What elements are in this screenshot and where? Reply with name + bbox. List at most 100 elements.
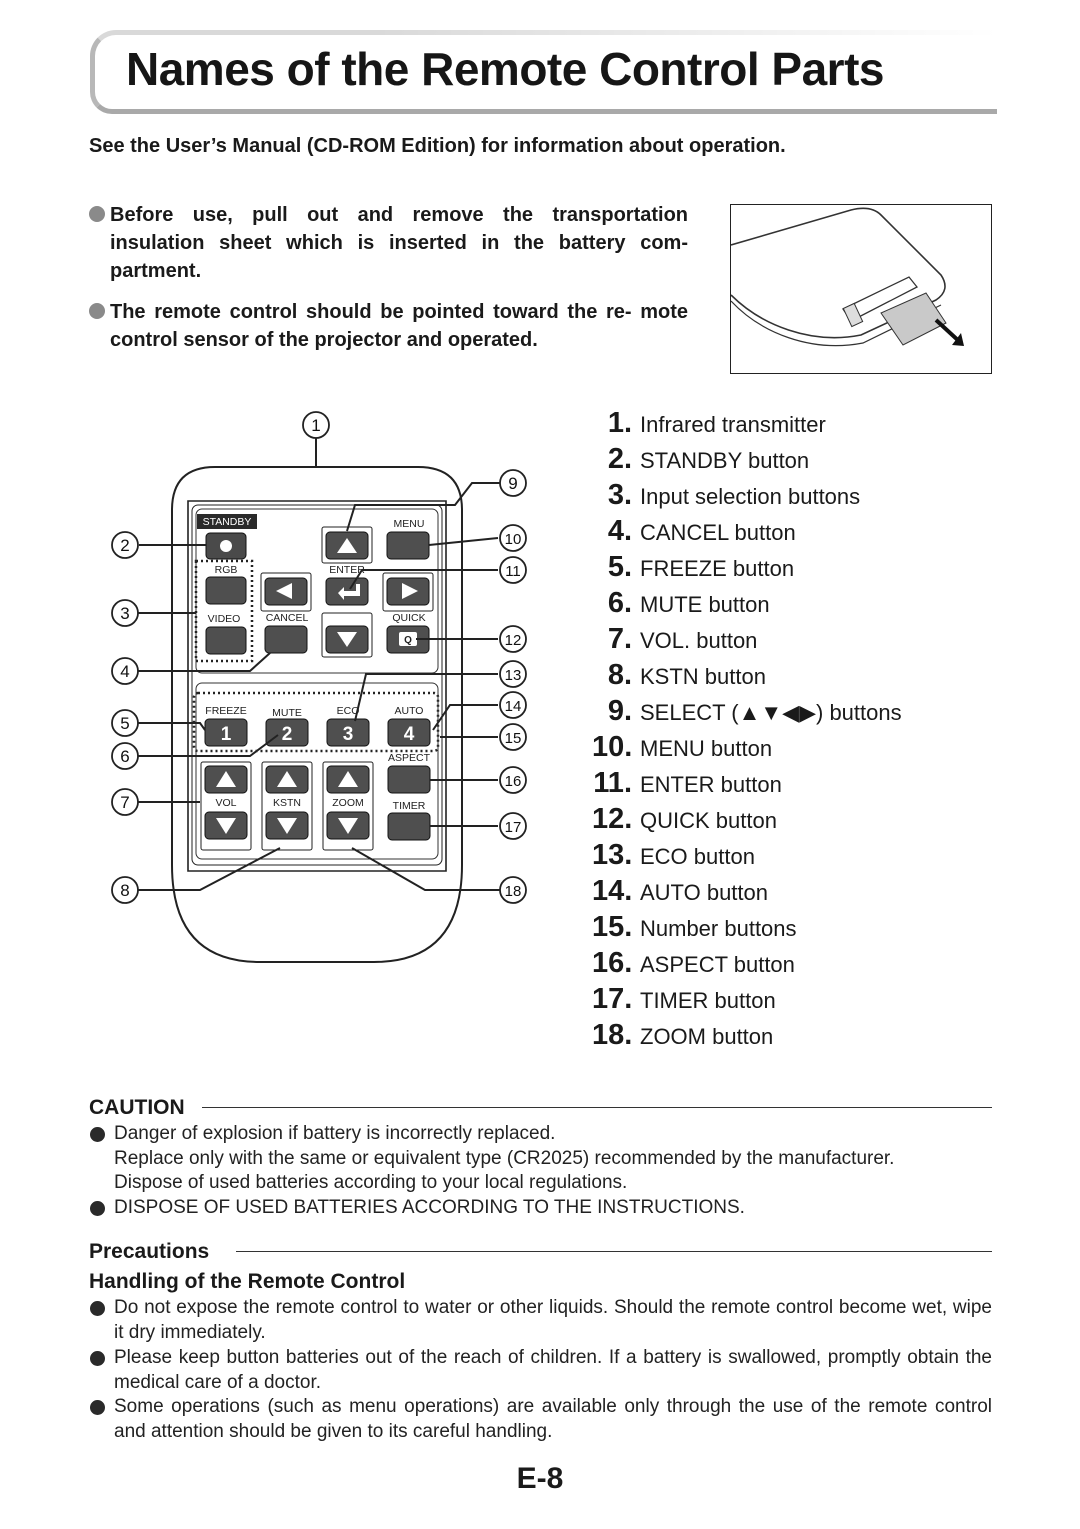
- caution-text: Replace only with the same or equivalent…: [114, 1147, 895, 1169]
- key-3: 3: [343, 724, 354, 745]
- precautions-heading: Precautions: [89, 1240, 210, 1263]
- precaution-item: Please keep button batteries out of the …: [90, 1346, 992, 1395]
- precaution-item: Do not expose the remote control to wate…: [90, 1296, 992, 1345]
- callout-11: 11: [505, 563, 521, 580]
- callout-4: 4: [120, 662, 129, 681]
- callout-7: 7: [120, 793, 129, 812]
- part-number: 13.: [592, 839, 633, 871]
- video-label: VIDEO: [208, 613, 241, 625]
- bullet-icon: [89, 303, 105, 319]
- caution-item: DISPOSE OF USED BATTERIES ACCORDING TO T…: [90, 1196, 992, 1221]
- part-label: ENTER button: [640, 772, 782, 797]
- callout-2: 2: [120, 536, 129, 555]
- part-item: 16. ASPECT button: [592, 947, 795, 980]
- note-item: Before use, pull out and remove the tran…: [89, 201, 688, 285]
- bullet-icon: [90, 1351, 105, 1366]
- part-number: 16.: [592, 947, 633, 979]
- key-1: 1: [221, 724, 232, 745]
- mute-label: MUTE: [272, 707, 302, 719]
- callout-14: 14: [505, 698, 522, 715]
- part-item: 15.Number buttons: [592, 911, 797, 944]
- callout-12: 12: [505, 632, 522, 649]
- quick-label: QUICK: [392, 612, 425, 624]
- key-4: 4: [404, 724, 415, 745]
- callout-10: 10: [505, 531, 522, 548]
- part-label: STANDBY button: [640, 448, 810, 473]
- bullet-icon: [90, 1301, 105, 1316]
- caution-text: DISPOSE OF USED BATTERIES ACCORDING TO T…: [114, 1197, 745, 1218]
- part-label: ZOOM button: [640, 1024, 774, 1049]
- part-number: 15.: [592, 911, 633, 943]
- arrow-right-icon: [402, 583, 418, 599]
- page-number: E-8: [516, 1462, 564, 1495]
- note-text: The remote control should be pointed tow…: [110, 301, 688, 351]
- part-number: 12.: [592, 803, 633, 835]
- callout-5: 5: [120, 714, 129, 733]
- part-label: VOL. button: [640, 628, 758, 653]
- callout-8: 8: [120, 881, 129, 900]
- aspect-label: ASPECT: [388, 752, 431, 764]
- part-item: 11. ENTER button: [592, 767, 782, 800]
- kstn-label: KSTN: [273, 797, 301, 809]
- part-item: 13. ECO button: [592, 839, 755, 872]
- quick-icon: Q: [404, 635, 412, 646]
- battery-sheet-illustration: [730, 204, 992, 374]
- callout-1: 1: [311, 416, 320, 435]
- precaution-item: Some operations (such as menu operations…: [90, 1395, 992, 1444]
- part-item: 14. AUTO button: [592, 875, 768, 908]
- part-number: 9.: [607, 695, 632, 727]
- part-number: 1.: [607, 407, 632, 439]
- intro-text: See the User’s Manual (CD-ROM Edition) f…: [89, 135, 786, 157]
- part-number: 6.: [607, 587, 632, 619]
- callout-15: 15: [505, 730, 522, 747]
- part-label: Infrared transmitter: [640, 412, 826, 437]
- part-number: 8.: [607, 659, 632, 691]
- part-number: 11.: [593, 767, 632, 799]
- remote-control-diagram: STANDBY MENU RGB ENTER VIDEO CANCEL QUIC…: [100, 405, 540, 975]
- part-label: FREEZE button: [640, 556, 795, 581]
- part-label: SELECT (▲▼◀▶) buttons: [640, 700, 902, 725]
- rgb-label: RGB: [215, 564, 238, 576]
- part-item: 4. CANCEL button: [592, 515, 796, 548]
- part-item: 10.MENU button: [592, 731, 772, 764]
- part-label: CANCEL button: [640, 520, 796, 545]
- part-label: AUTO button: [640, 880, 768, 905]
- callout-16: 16: [505, 773, 522, 790]
- part-number: 2.: [607, 443, 632, 475]
- precautions-subheading: Handling of the Remote Control: [89, 1270, 406, 1293]
- part-number: 14.: [592, 875, 633, 907]
- callout-9: 9: [508, 474, 517, 493]
- vol-label: VOL: [215, 797, 236, 809]
- caution-text: Dispose of used batteries according to y…: [114, 1172, 628, 1193]
- part-number: 18.: [592, 1019, 633, 1051]
- timer-label: TIMER: [393, 800, 426, 812]
- part-label: MUTE button: [640, 592, 770, 617]
- part-number: 17.: [592, 983, 633, 1015]
- callout-17: 17: [505, 819, 522, 836]
- part-item: 1. Infrared transmitter: [592, 407, 826, 440]
- part-label: ASPECT button: [640, 952, 795, 977]
- menu-label: MENU: [394, 518, 425, 530]
- part-item: 8. KSTN button: [592, 659, 766, 692]
- cancel-label: CANCEL: [266, 612, 309, 624]
- part-item: 6. MUTE button: [592, 587, 770, 620]
- note-text: Before use, pull out and remove the tran…: [110, 204, 688, 282]
- arrow-up-icon: [337, 538, 357, 553]
- part-item: 9. SELECT (▲▼◀▶) buttons: [592, 695, 902, 728]
- part-number: 3.: [607, 479, 632, 511]
- precaution-text: Some operations (such as menu operations…: [114, 1396, 992, 1442]
- note-item: The remote control should be pointed tow…: [89, 298, 688, 354]
- caution-heading: CAUTION: [89, 1096, 185, 1119]
- page-title: Names of the Remote Control Parts: [126, 43, 884, 95]
- part-item: 18. ZOOM button: [592, 1019, 773, 1052]
- callout-6: 6: [120, 747, 129, 766]
- part-item: 12.QUICK button: [592, 803, 777, 836]
- part-label: KSTN button: [640, 664, 766, 689]
- eco-label: ECO: [337, 705, 360, 717]
- precautions-rule: [236, 1251, 992, 1252]
- part-number: 4.: [607, 515, 632, 547]
- standby-label: STANDBY: [203, 516, 252, 528]
- part-item: 7.VOL. button: [592, 623, 758, 656]
- bullet-icon: [90, 1127, 105, 1142]
- part-label: ECO button: [640, 844, 755, 869]
